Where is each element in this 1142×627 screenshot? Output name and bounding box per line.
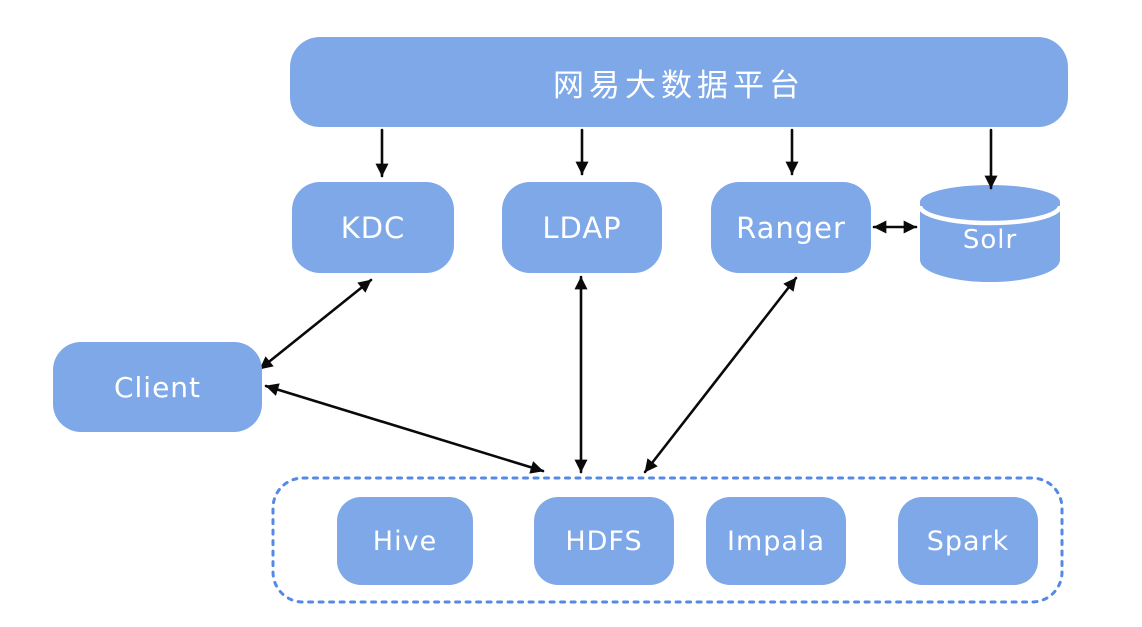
node-kdc-label: KDC — [340, 210, 406, 245]
solr-cylinder-lid-line — [917, 205, 1063, 226]
services-cluster-border — [271, 476, 1064, 604]
node-platform-label: 网易大数据平台 — [553, 67, 805, 104]
node-kdc: KDC — [292, 182, 454, 273]
node-solr: Solr — [920, 216, 1060, 264]
node-ldap: LDAP — [502, 182, 662, 273]
node-ranger-label: Ranger — [736, 210, 846, 245]
node-solr-label: Solr — [962, 225, 1018, 255]
node-spark-label: Spark — [926, 525, 1010, 557]
node-hdfs: HDFS — [534, 497, 674, 585]
arrow-ranger-cluster — [643, 276, 798, 474]
node-client: Client — [53, 342, 262, 432]
node-platform: 网易大数据平台 — [290, 37, 1068, 127]
node-hive-label: Hive — [372, 525, 438, 557]
node-impala-label: Impala — [727, 525, 825, 557]
node-impala: Impala — [706, 497, 846, 585]
arrow-client-kdc — [258, 278, 373, 371]
node-ldap-label: LDAP — [542, 210, 622, 245]
node-ranger: Ranger — [711, 182, 871, 273]
node-hive: Hive — [337, 497, 473, 585]
arrow-client-cluster — [264, 383, 545, 474]
node-hdfs-label: HDFS — [565, 525, 643, 557]
solr-cylinder — [920, 185, 1060, 282]
node-spark: Spark — [898, 497, 1038, 585]
node-client-label: Client — [113, 370, 202, 404]
